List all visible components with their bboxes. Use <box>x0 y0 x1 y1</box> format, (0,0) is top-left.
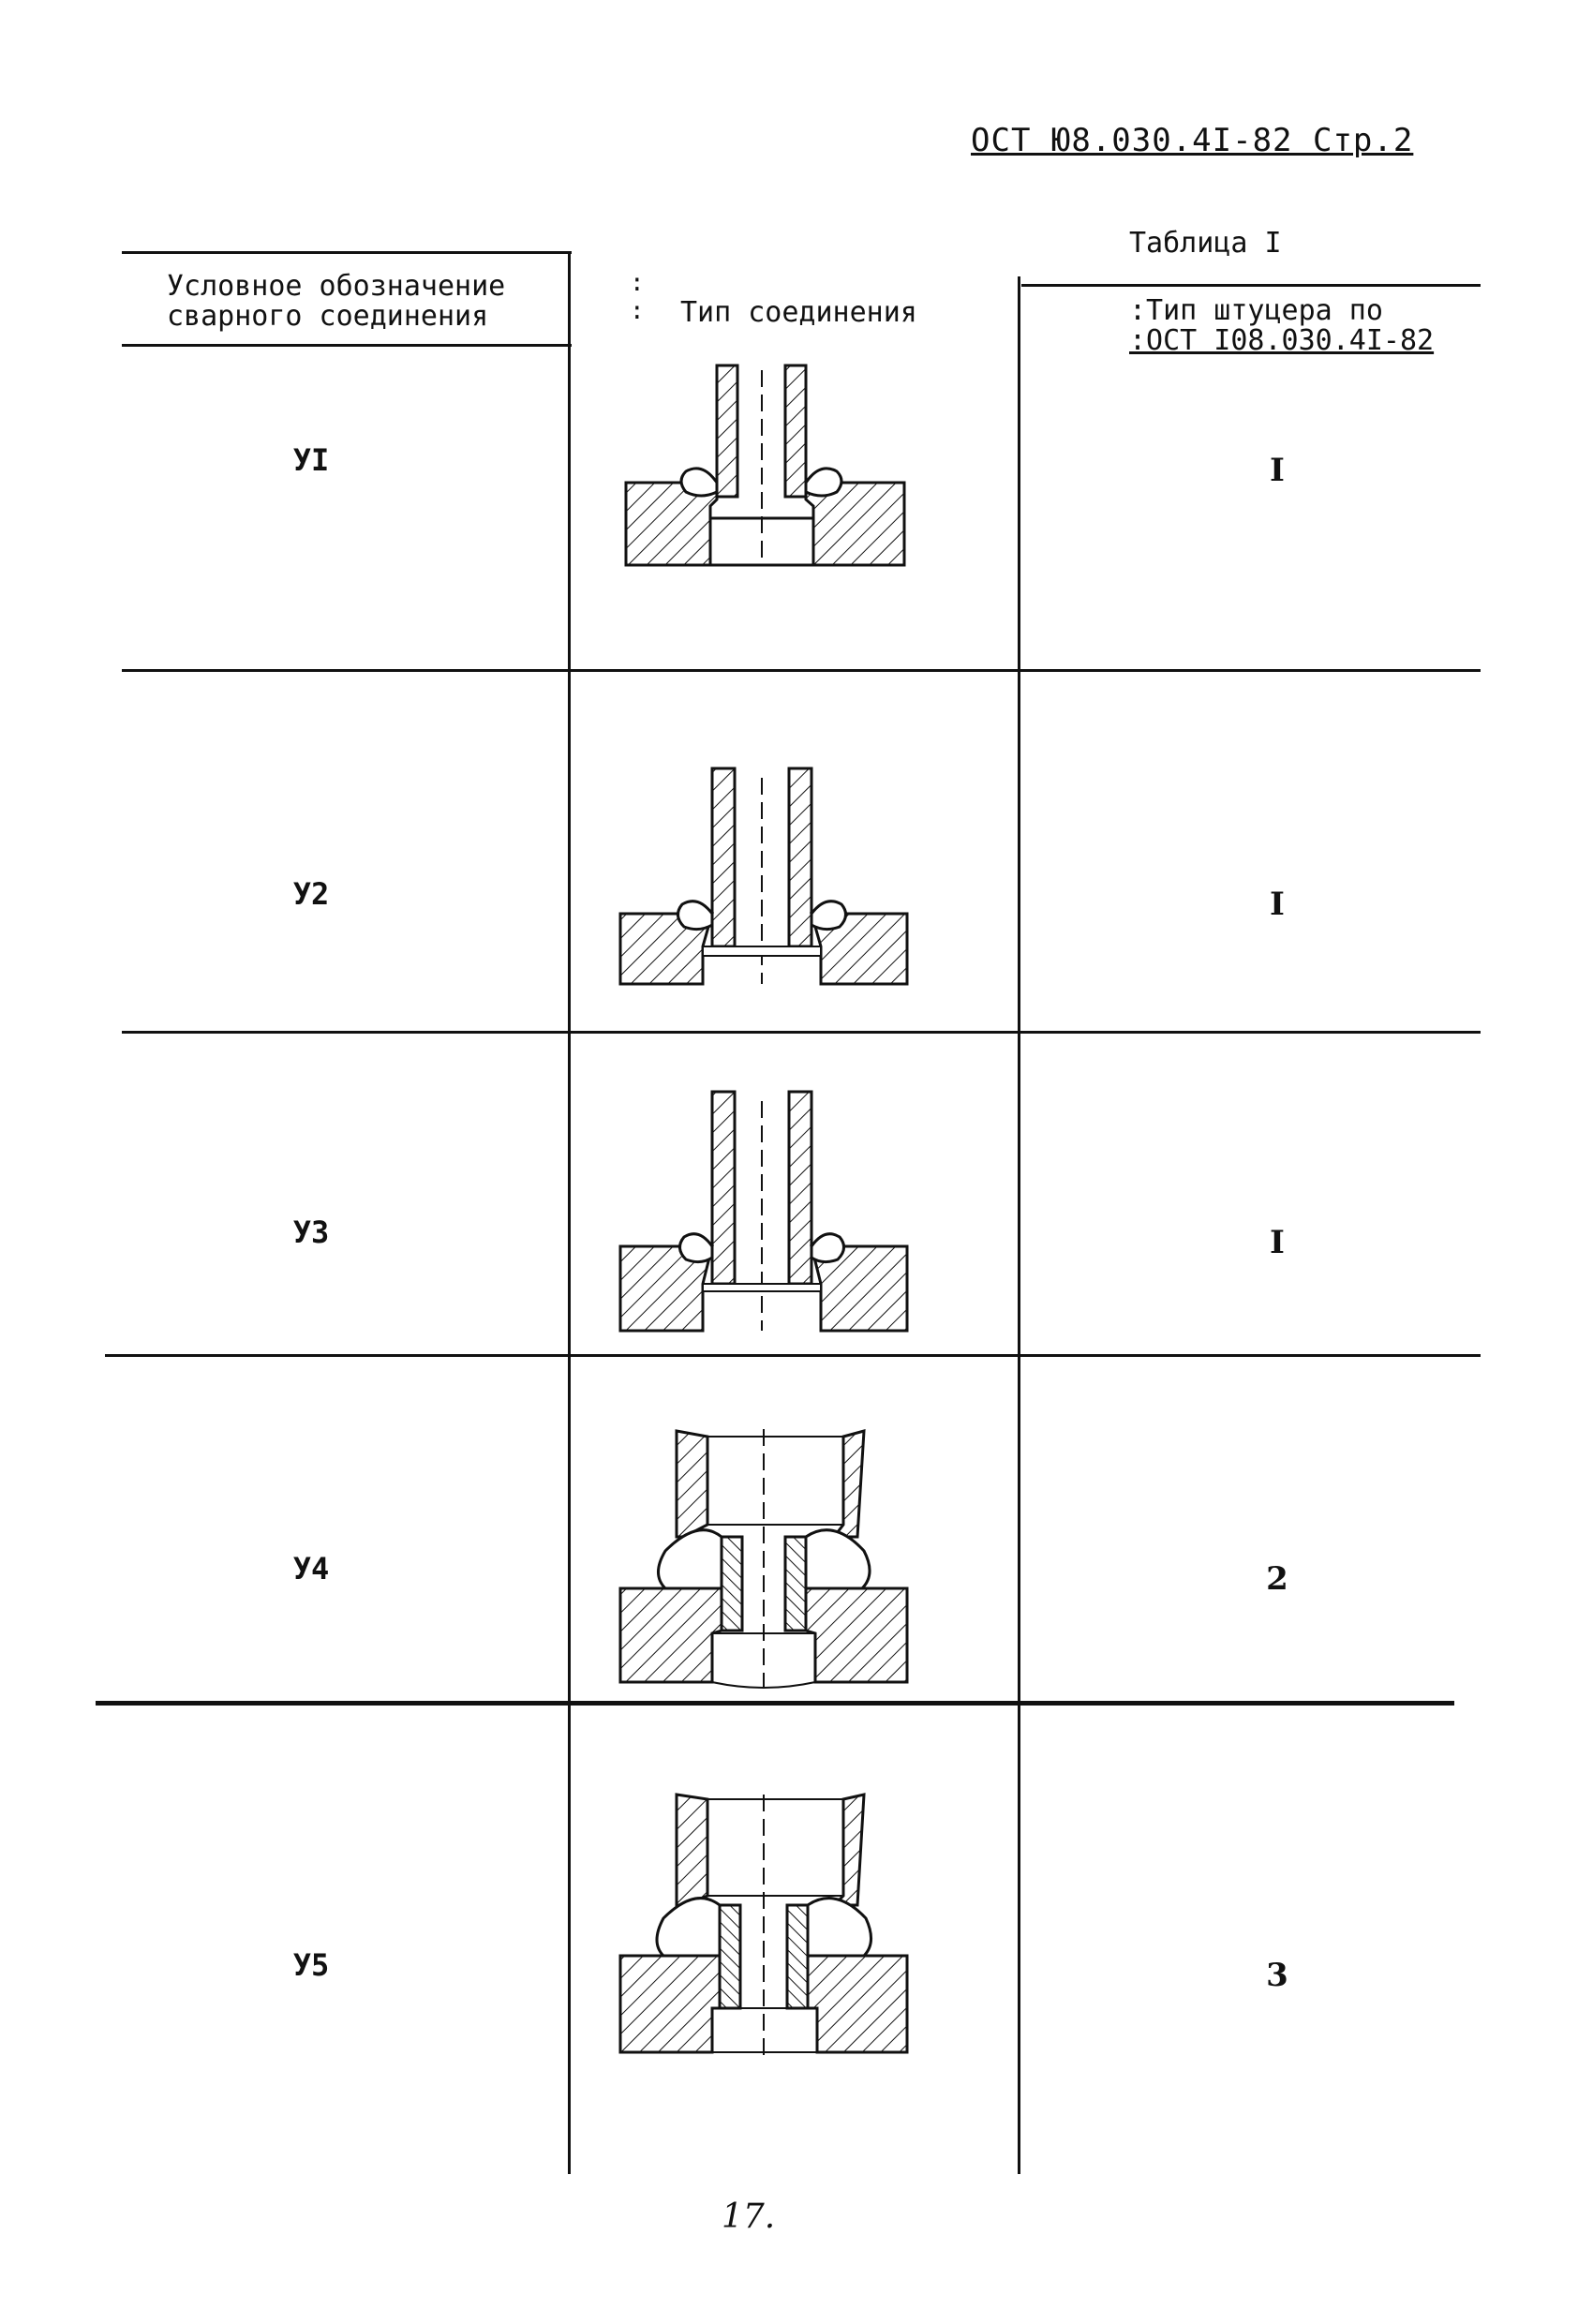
row-divider <box>122 669 1481 672</box>
column-header-line: :ОСТ I08.030.4I-82 <box>1129 324 1435 357</box>
nipple-weld-joint-diagram <box>609 1420 918 1691</box>
row-designation: УI <box>292 442 330 478</box>
socket-weld-joint-diagram <box>609 361 918 576</box>
row-designation: У2 <box>292 876 330 912</box>
row-fitting-type: I <box>1270 1224 1285 1261</box>
row-designation: У3 <box>292 1214 330 1250</box>
row-fitting-type: 3 <box>1266 1957 1288 1994</box>
column-divider <box>1018 276 1020 2174</box>
column-header-line: сварного соединения <box>167 300 489 333</box>
row-designation: У5 <box>292 1947 330 1983</box>
row-fitting-type: 2 <box>1266 1560 1288 1598</box>
document-header: ОСТ Ю8.030.4I-82 Стр.2 <box>971 122 1414 159</box>
row-divider <box>122 1031 1481 1034</box>
column-header-designation: Условное обозначение сварного соединения <box>167 272 570 332</box>
row-divider <box>96 1701 1454 1706</box>
table-top-border <box>122 251 572 254</box>
nipple-weld-joint-diagram <box>609 1785 918 2062</box>
table-top-border <box>1021 284 1481 287</box>
header-bottom-border <box>122 344 572 347</box>
column-header-line: Тип соединения <box>680 296 917 329</box>
column-separator-dots: :: <box>630 269 645 325</box>
page-number: 17. <box>722 2197 776 2236</box>
socket-weld-joint-diagram <box>609 764 918 989</box>
row-fitting-type: I <box>1270 452 1285 489</box>
table-caption: Таблица I <box>1129 227 1282 260</box>
column-header-fitting-type: :Тип штуцера по :ОСТ I08.030.4I-82 <box>1129 296 1476 356</box>
row-fitting-type: I <box>1270 886 1285 923</box>
row-designation: У4 <box>292 1551 330 1587</box>
column-header-line: Условное обозначение <box>167 270 506 303</box>
row-divider <box>105 1354 1481 1357</box>
column-header-line: :Тип штуцера по <box>1129 294 1383 327</box>
column-divider <box>568 253 571 2174</box>
socket-weld-joint-diagram <box>609 1087 918 1335</box>
column-header-joint-type: Тип соединения <box>680 298 999 328</box>
